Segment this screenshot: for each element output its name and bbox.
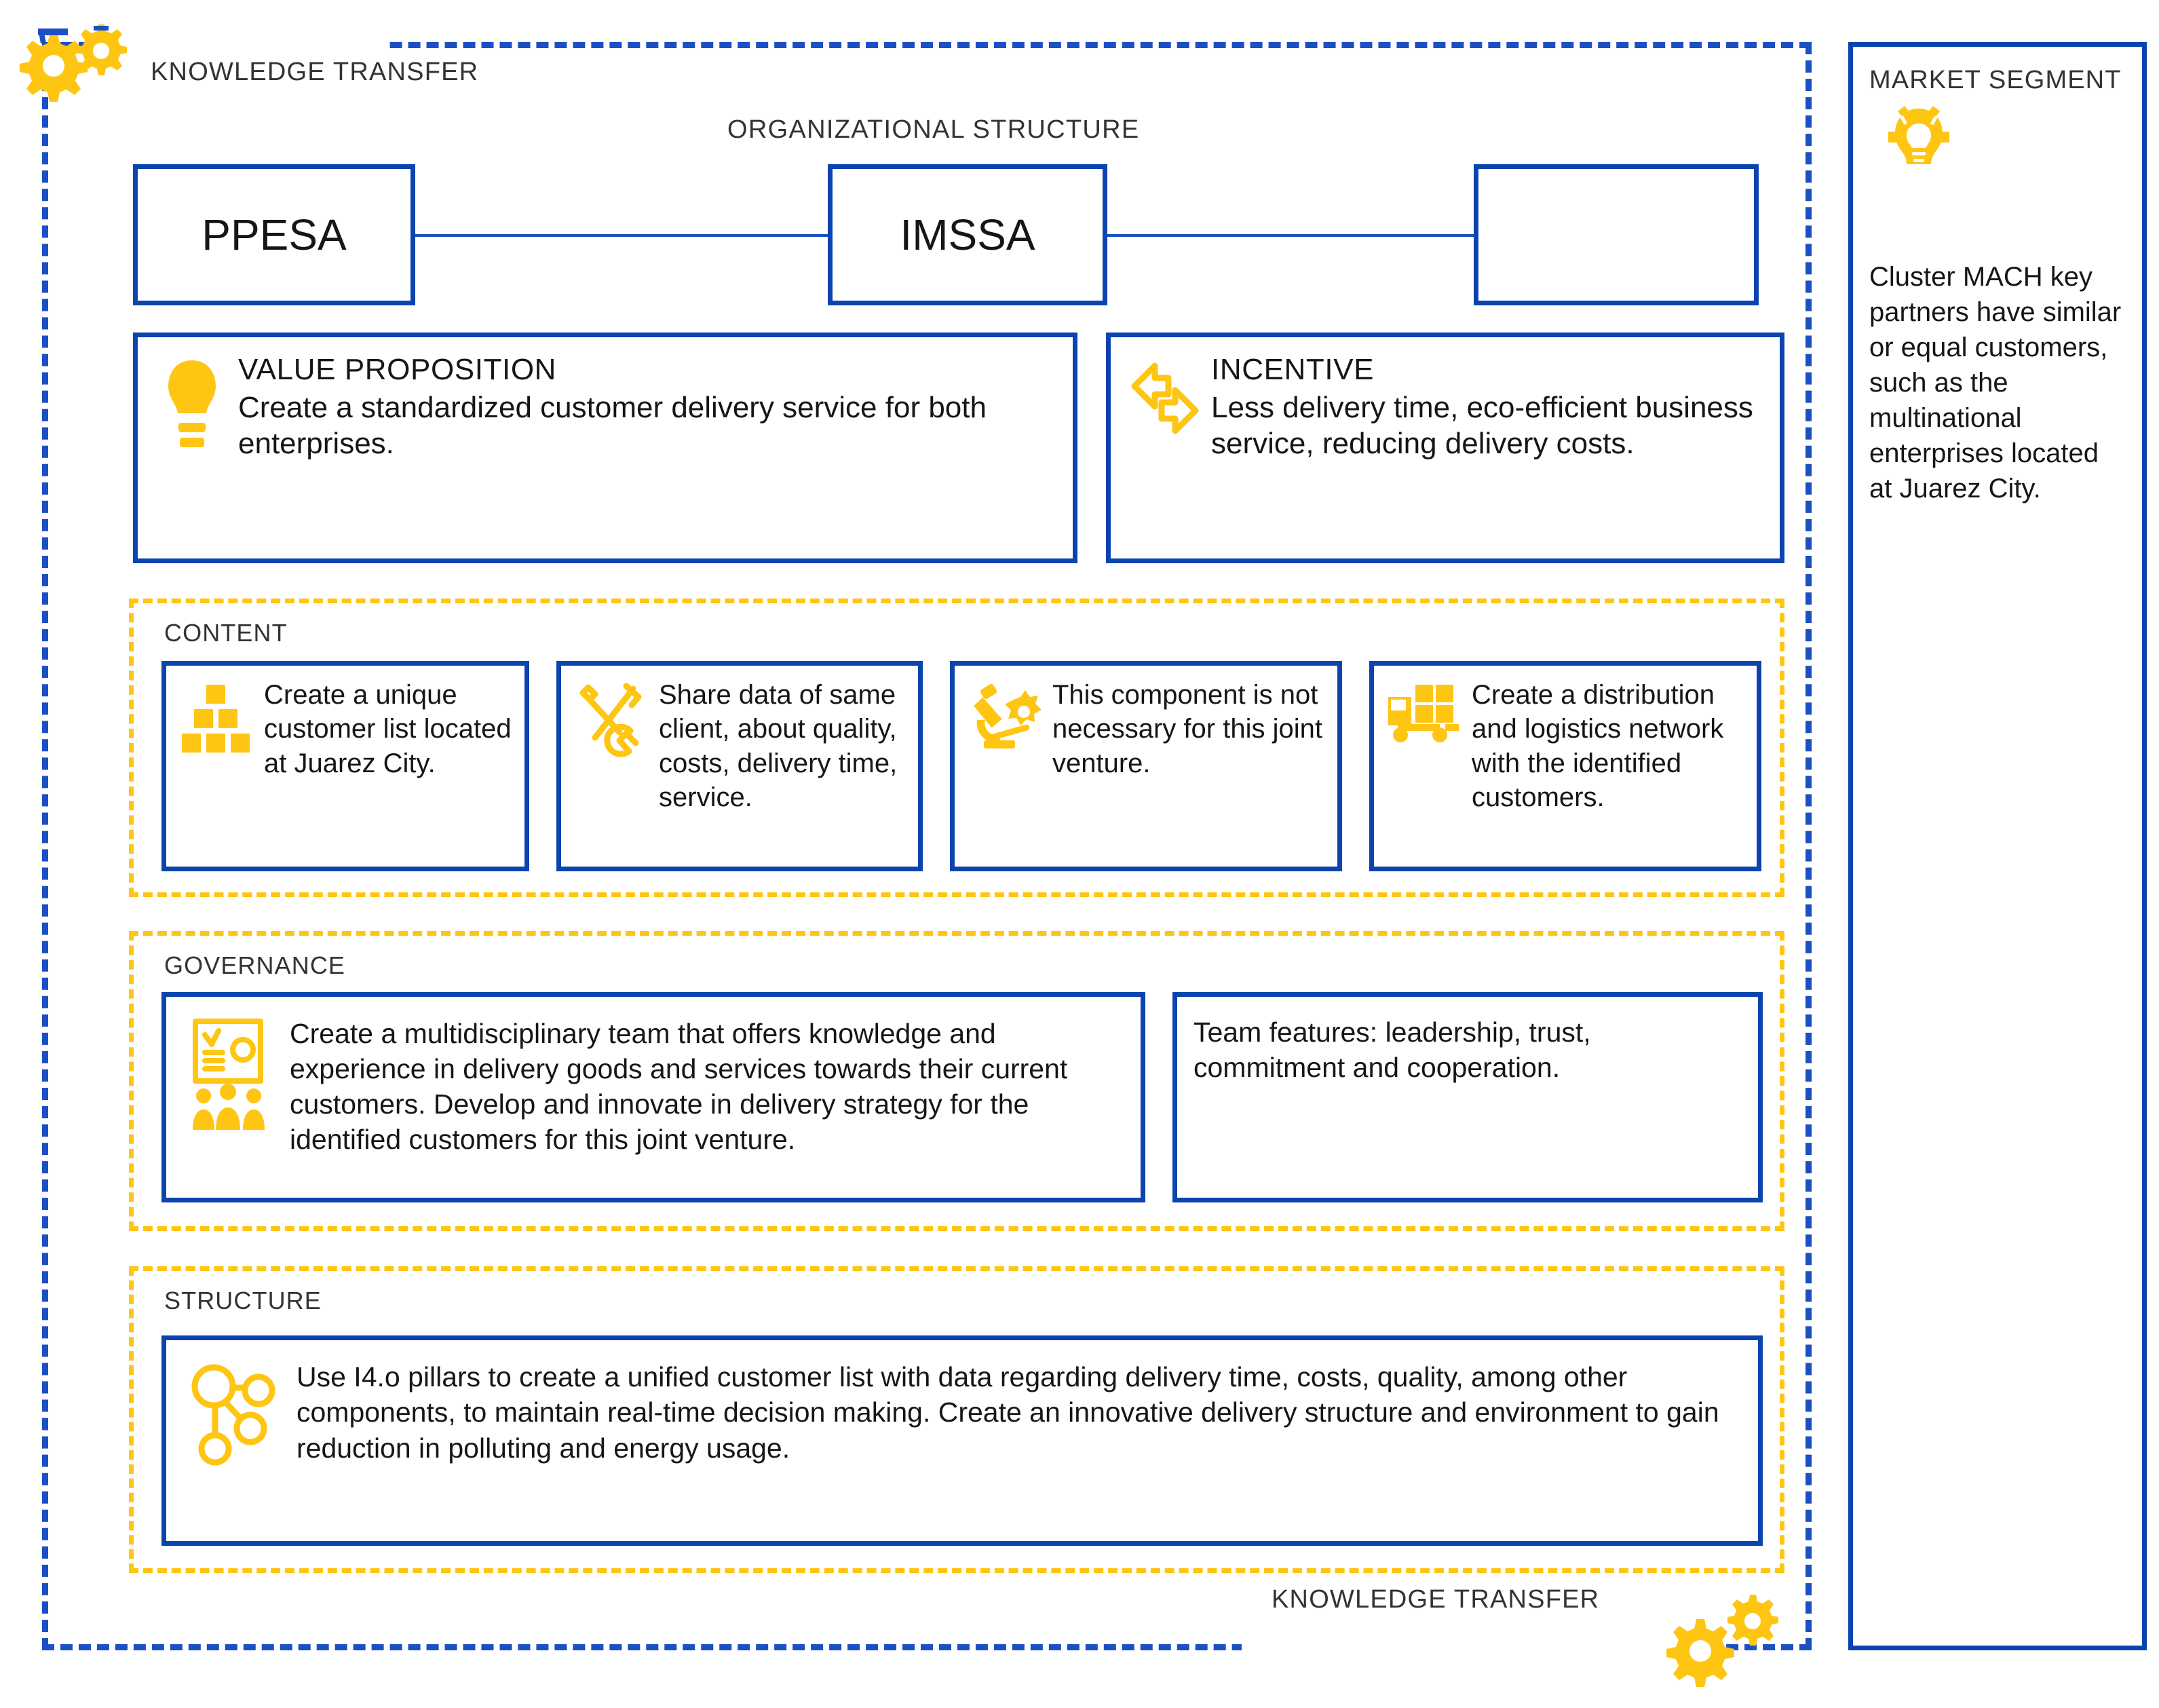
- microscope-icon: [964, 678, 1044, 761]
- content-card-1: Share data of same client, about quality…: [556, 661, 923, 871]
- frame-mask-bottom-right: [1242, 1623, 1717, 1654]
- structure-section: [129, 1266, 1784, 1573]
- knowledge-transfer-label-bottom: KNOWLEDGE TRANSFER: [1272, 1585, 1600, 1614]
- value-proposition-card: VALUE PROPOSITION Create a standardized …: [133, 333, 1077, 563]
- governance-section: [129, 931, 1784, 1231]
- governance-card-text-0: Create a multidisciplinary team that off…: [290, 1018, 1068, 1156]
- market-segment-body: Cluster MACH key partners have similar o…: [1869, 262, 2122, 504]
- org-connector-1: [415, 234, 828, 237]
- gears-icon: [12, 15, 148, 113]
- lightbulb-idea-icon: [1869, 99, 2126, 181]
- network-nodes-icon: [178, 1359, 287, 1470]
- blocks-icon: [176, 678, 256, 757]
- content-card-text-1: Share data of same client, about quality…: [659, 680, 898, 813]
- market-segment-title: MARKET SEGMENT: [1869, 66, 2122, 94]
- gears-icon-bottom: [1666, 1588, 1801, 1707]
- incentive-body: Less delivery time, eco-efficient busine…: [1211, 390, 1753, 460]
- exchange-arrows-icon: [1126, 352, 1204, 439]
- org-node-ppesa[interactable]: PPESA: [133, 164, 415, 305]
- value-proposition-title: VALUE PROPOSITION: [238, 353, 557, 386]
- team-report-icon: [178, 1016, 280, 1133]
- content-card-text-2: This component is not necessary for this…: [1052, 680, 1322, 778]
- content-card-2: This component is not necessary for this…: [950, 661, 1342, 871]
- market-segment-panel: MARKET SEGMENT Cluster MAC: [1848, 42, 2147, 1650]
- value-proposition-body: Create a standardized customer delivery …: [238, 390, 987, 460]
- org-structure-title: ORGANIZATIONAL STRUCTURE: [727, 115, 1140, 144]
- structure-card: Use I4.o pillars to create a unified cus…: [161, 1335, 1763, 1546]
- content-section: [129, 599, 1784, 897]
- incentive-card: INCENTIVE Less delivery time, eco-effici…: [1106, 333, 1784, 563]
- knowledge-transfer-label-top: KNOWLEDGE TRANSFER: [151, 58, 479, 86]
- governance-section-label: GOVERNANCE: [157, 951, 353, 980]
- truck-icon: [1383, 678, 1464, 744]
- content-card-text-3: Create a distribution and logistics netw…: [1472, 680, 1724, 813]
- tools-icon: [571, 678, 651, 762]
- org-node-empty[interactable]: [1474, 164, 1759, 305]
- lightbulb-icon: [153, 352, 231, 453]
- governance-card-text-1: Team features: leadership, trust, commit…: [1193, 1017, 1591, 1084]
- structure-card-text: Use I4.o pillars to create a unified cus…: [297, 1361, 1719, 1464]
- content-section-label: CONTENT: [157, 619, 294, 647]
- content-card-0: Create a unique customer list located at…: [161, 661, 529, 871]
- governance-card-1: Team features: leadership, trust, commit…: [1172, 992, 1763, 1202]
- governance-card-0: Create a multidisciplinary team that off…: [161, 992, 1145, 1202]
- structure-section-label: STRUCTURE: [157, 1287, 328, 1315]
- knowledge-transfer-frame: [42, 42, 1812, 1650]
- incentive-title: INCENTIVE: [1211, 353, 1375, 386]
- org-node-imssa[interactable]: IMSSA: [828, 164, 1107, 305]
- content-card-text-0: Create a unique customer list located at…: [264, 680, 512, 778]
- content-card-3: Create a distribution and logistics netw…: [1369, 661, 1761, 871]
- frame-mask-top-left: [102, 27, 387, 58]
- org-connector-2: [1107, 234, 1474, 237]
